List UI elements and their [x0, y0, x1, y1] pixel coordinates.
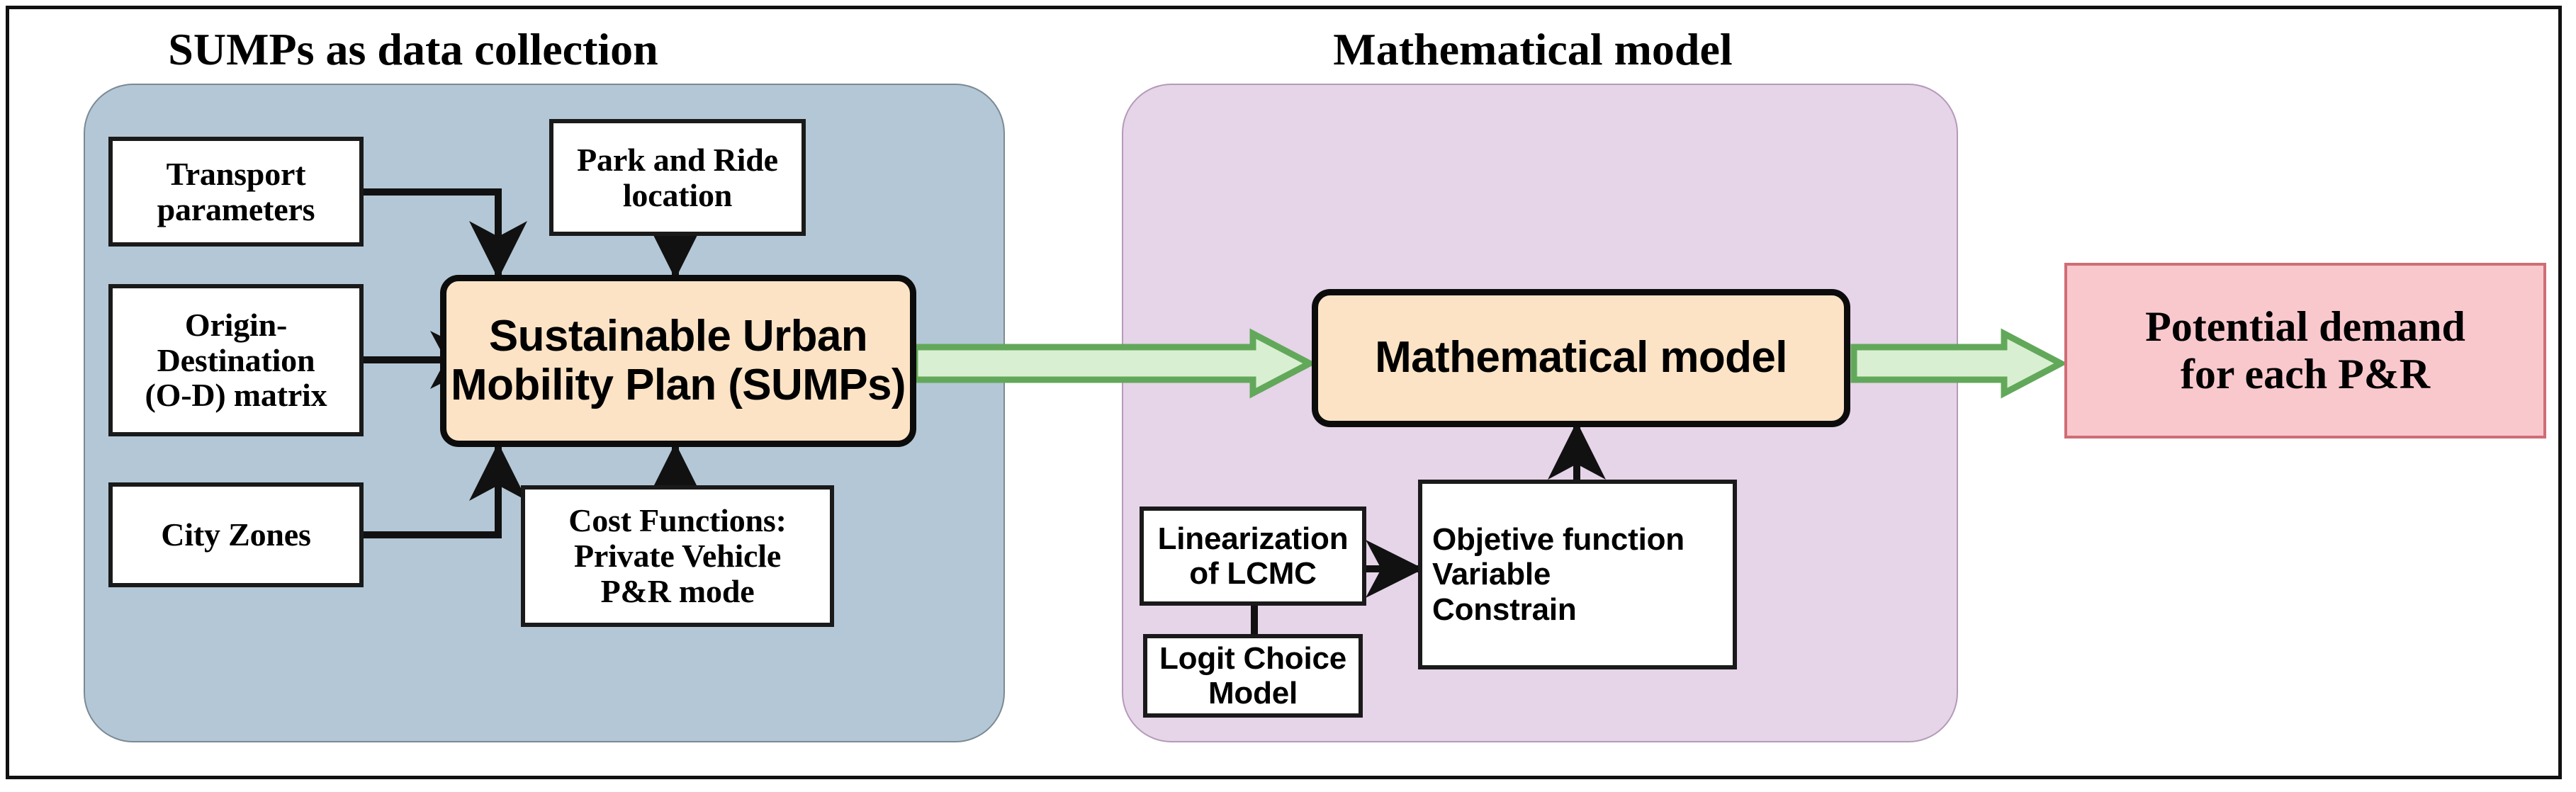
box-city-zones: City Zones	[108, 482, 364, 587]
flow-arrow-sumps-to-math	[911, 328, 1317, 399]
box-sumps-core: Sustainable Urban Mobility Plan (SUMPs)	[440, 275, 916, 447]
diagram-frame: SUMPs as data collection Mathematical mo…	[6, 6, 2562, 779]
box-objective-function: Objetive function Variable Constrain	[1418, 480, 1737, 669]
box-potential-demand: Potential demand for each P&R	[2064, 263, 2546, 439]
box-park-and-ride-location: Park and Ride location	[549, 119, 806, 236]
box-mathematical-model-core: Mathematical model	[1312, 289, 1850, 427]
flow-arrow-math-to-demand	[1850, 328, 2068, 399]
panel-title-math: Mathematical model	[1333, 24, 1733, 74]
box-transport-parameters: Transport parameters	[108, 137, 364, 247]
box-linearization-of-lcmc: Linearization of LCMC	[1140, 507, 1366, 606]
box-cost-functions: Cost Functions: Private Vehicle P&R mode	[521, 485, 834, 627]
box-logit-choice-model: Logit Choice Model	[1143, 634, 1363, 718]
panel-title-sumps: SUMPs as data collection	[168, 24, 658, 74]
box-origin-destination-matrix: Origin- Destination (O-D) matrix	[108, 284, 364, 436]
